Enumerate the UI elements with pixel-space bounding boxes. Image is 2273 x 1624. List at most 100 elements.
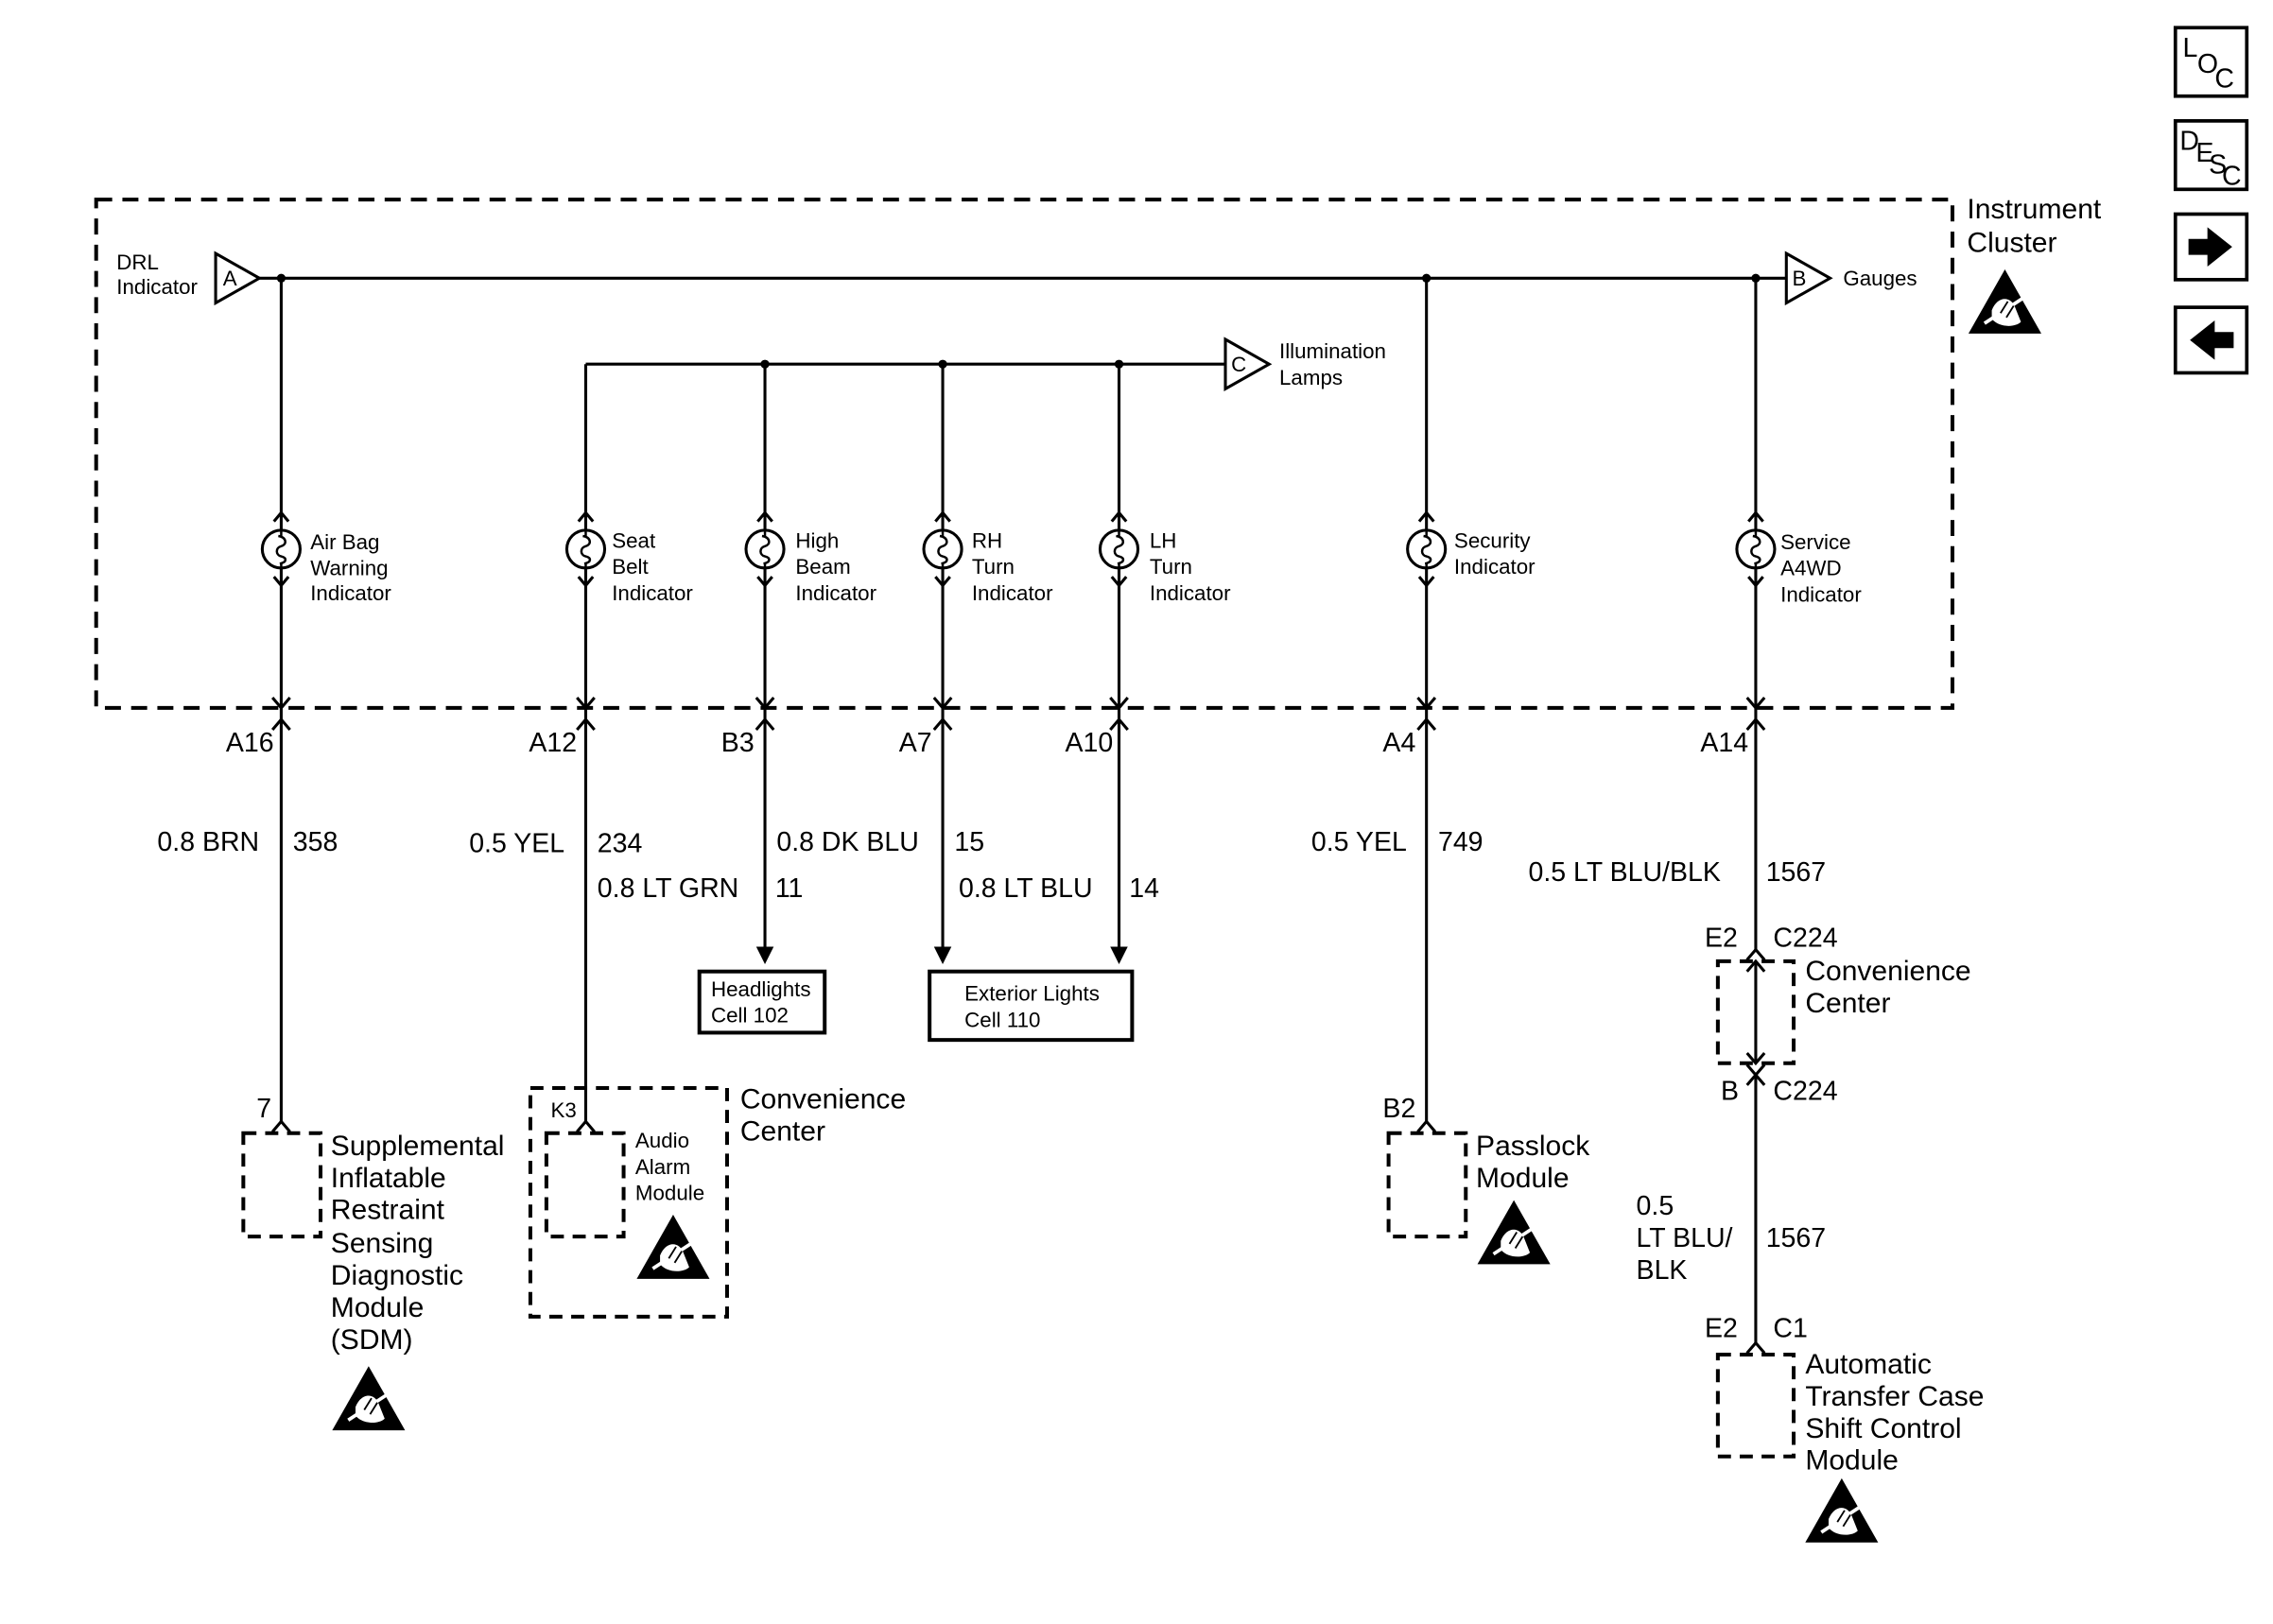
pin-symbol <box>1745 947 1766 961</box>
pin-label: A12 <box>529 728 577 758</box>
desc-letter-e: E <box>2195 138 2213 168</box>
wire-color-label: 0.5 YEL <box>1311 827 1407 857</box>
rh-turn-indicator-label: RH <box>972 528 1002 552</box>
c224-convenience-label: Convenience <box>1805 956 1970 987</box>
service-a4wd-indicator-label-2: A4WD <box>1780 557 1842 580</box>
loc-letter-c: C <box>2214 63 2234 94</box>
audio-alarm-label-3: Module <box>635 1182 704 1205</box>
exterior-lights-cell-label: Cell 110 <box>964 1008 1040 1031</box>
description-button[interactable]: D E S C <box>2173 119 2249 192</box>
connector-b-label: B <box>1792 267 1806 290</box>
rh-turn-indicator-label-2: Turn <box>972 555 1015 579</box>
pin-label: K3 <box>551 1098 577 1122</box>
circuit-number-label: 749 <box>1438 827 1484 857</box>
air-bag-indicator-label-3: Indicator <box>310 581 391 605</box>
wire-color-label: 0.5 <box>1637 1191 1674 1221</box>
security-indicator-label-2: Indicator <box>1454 555 1536 579</box>
pin-symbol <box>271 1119 291 1133</box>
exterior-lights-label: Exterior Lights <box>964 982 1100 1006</box>
instrument-cluster-label-2: Cluster <box>1967 228 2056 259</box>
circuit-number-label: 14 <box>1129 873 1159 904</box>
lh-turn-indicator-label: LH <box>1150 528 1177 552</box>
next-page-button[interactable] <box>2173 212 2249 282</box>
esd-sensitive-icon <box>634 1213 712 1281</box>
lamp-icon <box>744 528 786 570</box>
wire-color-label: 0.8 BRN <box>157 827 259 857</box>
previous-page-button[interactable] <box>2173 305 2249 375</box>
wire-color-label: 0.8 DK BLU <box>776 827 919 857</box>
pin-label: E2 <box>1705 1313 1738 1343</box>
connector-b-icon <box>1784 251 1833 306</box>
pin-symbol <box>576 1119 596 1133</box>
illumination-lamps-label-2: Lamps <box>1279 366 1343 389</box>
pin-label: A7 <box>899 728 932 758</box>
high-beam-indicator-label: High <box>795 528 839 552</box>
desc-letter-d: D <box>2179 127 2199 157</box>
sdm-label-6: Module <box>331 1292 425 1323</box>
wire-color-label: 0.8 LT GRN <box>598 873 738 904</box>
high-beam-indicator-label-2: Beam <box>795 555 850 579</box>
security-indicator-label: Security <box>1454 528 1531 552</box>
convenience-center-label-2: Center <box>740 1115 825 1147</box>
wire-color-label-3: BLK <box>1637 1255 1688 1286</box>
connector-c-label: C <box>1231 353 1246 376</box>
lamp-icon <box>922 528 963 570</box>
headlights-cell-link[interactable]: Headlights Cell 102 <box>697 969 827 1035</box>
air-bag-indicator-label: Air Bag <box>310 530 379 554</box>
connector-a-icon <box>214 251 263 306</box>
wire-color-label-2: LT BLU/ <box>1637 1223 1733 1253</box>
headlights-cell-label: Cell 102 <box>711 1004 789 1028</box>
pin-label: 7 <box>256 1094 271 1124</box>
seat-belt-indicator-label: Seat <box>612 528 656 552</box>
service-a4wd-indicator-label: Service <box>1780 530 1850 554</box>
pin-label: B3 <box>721 728 755 758</box>
esd-sensitive-icon <box>1803 1477 1881 1545</box>
connector-c-icon <box>1223 337 1273 392</box>
desc-letter-s: S <box>2209 149 2227 180</box>
esd-sensitive-icon <box>1967 268 2043 336</box>
convenience-center-box <box>528 1085 729 1319</box>
lamp-icon <box>260 528 302 570</box>
air-bag-indicator-label-2: Warning <box>310 557 388 580</box>
transfer-case-label-3: Shift Control <box>1805 1413 1961 1444</box>
circuit-number-label: 11 <box>775 873 804 904</box>
sdm-label-3: Restraint <box>331 1195 445 1226</box>
pin-label: E2 <box>1705 924 1738 954</box>
sdm-label-4: Sensing <box>331 1228 434 1259</box>
circuit-number-label: 1567 <box>1766 857 1826 888</box>
lh-turn-indicator-label-3: Indicator <box>1150 581 1231 605</box>
lamp-icon <box>1098 528 1140 570</box>
pin-label: A4 <box>1382 728 1415 758</box>
location-button[interactable]: L O C <box>2173 26 2249 98</box>
sdm-label-7: (SDM) <box>331 1324 413 1356</box>
pin-label: B2 <box>1382 1094 1415 1124</box>
audio-alarm-module-box <box>544 1131 626 1239</box>
gauges-label: Gauges <box>1843 267 1917 290</box>
sdm-module-box <box>241 1131 323 1239</box>
rh-turn-indicator-label-3: Indicator <box>972 581 1053 605</box>
pin-symbol <box>1745 1340 1766 1355</box>
high-beam-indicator-label-3: Indicator <box>795 581 876 605</box>
exterior-lights-cell-link[interactable]: Exterior Lights Cell 110 <box>928 969 1135 1043</box>
pin-label: A16 <box>226 728 274 758</box>
pin-symbol <box>1416 1119 1437 1133</box>
instrument-cluster-label: Instrument <box>1967 194 2102 225</box>
desc-letter-c: C <box>2222 162 2242 192</box>
drl-indicator-label-2: Indicator <box>116 275 198 299</box>
arrow-down-icon <box>755 946 774 965</box>
transfer-case-label-2: Transfer Case <box>1805 1381 1984 1412</box>
lamp-icon <box>1735 528 1777 570</box>
esd-sensitive-icon <box>1475 1198 1553 1267</box>
arrow-down-icon <box>933 946 952 965</box>
esd-sensitive-icon <box>330 1364 408 1432</box>
lh-turn-indicator-label-2: Turn <box>1150 555 1192 579</box>
audio-alarm-label-2: Alarm <box>635 1155 690 1179</box>
passlock-label-2: Module <box>1476 1163 1570 1194</box>
circuit-number-label: 15 <box>954 827 984 857</box>
arrow-down-icon <box>1110 946 1128 965</box>
pin-label: B <box>1721 1076 1739 1106</box>
illumination-lamps-label: Illumination <box>1279 339 1386 363</box>
service-a4wd-indicator-label-3: Indicator <box>1780 582 1862 606</box>
instrument-cluster-boundary <box>94 198 1954 710</box>
